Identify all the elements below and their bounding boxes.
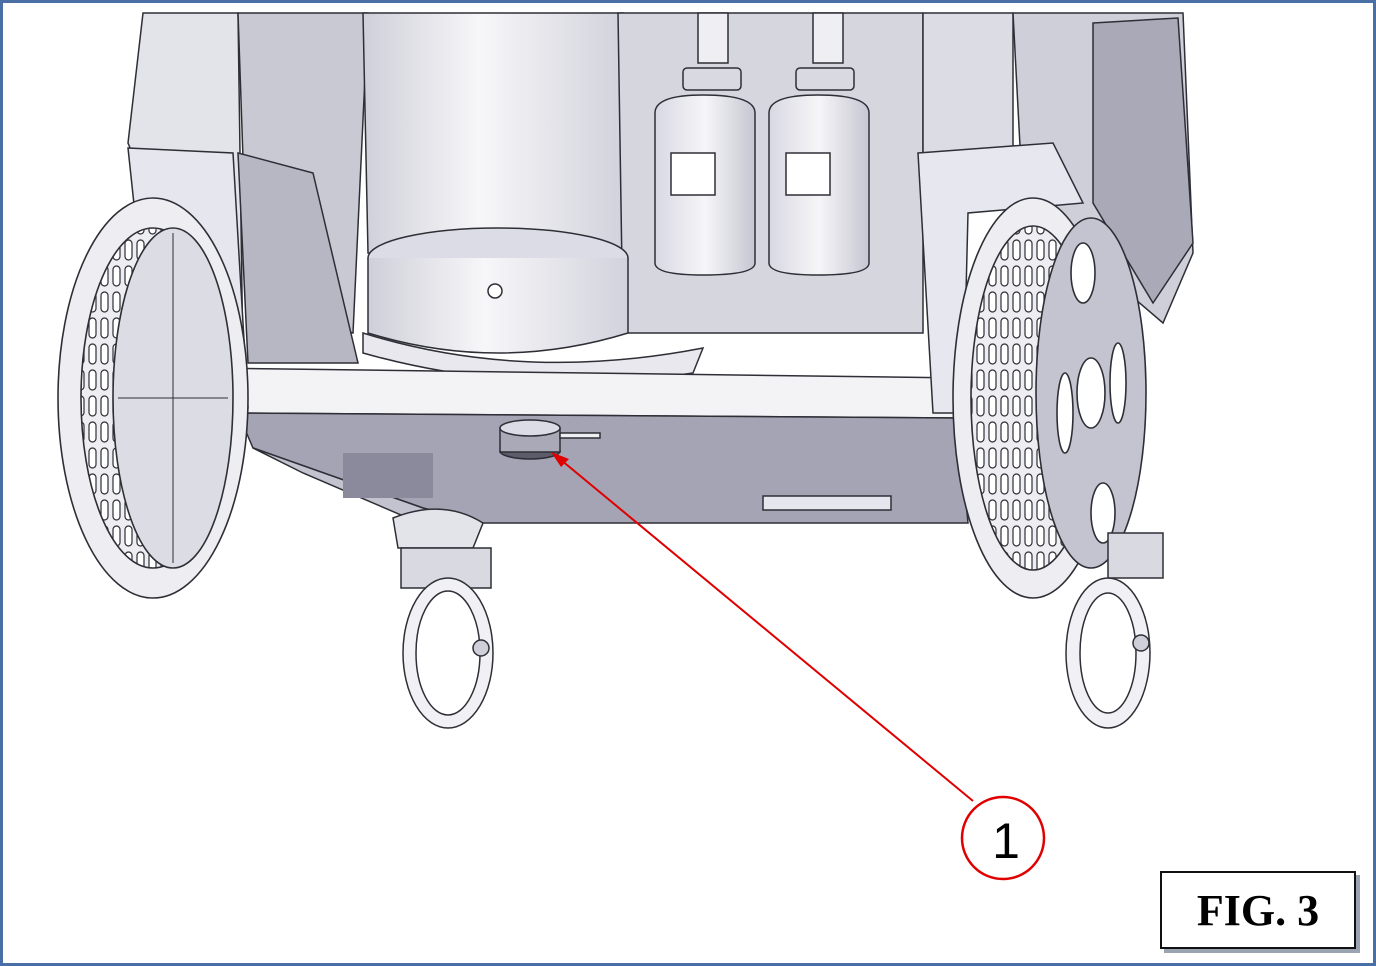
- front-left-caster: [392, 508, 494, 729]
- cart-technical-drawing: [57, 12, 1194, 881]
- adjustment-knob: [499, 419, 601, 460]
- tank-base: [362, 227, 705, 383]
- callout-1-circle: [960, 795, 1046, 881]
- callout-1-number: 1: [992, 813, 1020, 869]
- callout-1-leader: [551, 452, 974, 802]
- right-rear-wheel: [952, 197, 1147, 599]
- front-right-caster: [1065, 532, 1164, 729]
- left-rear-wheel: [57, 197, 249, 599]
- oil-bottles: [654, 12, 870, 276]
- figure-label: FIG. 3: [1196, 885, 1320, 935]
- base-tray: [206, 367, 969, 534]
- vent-grille: [343, 453, 433, 498]
- figure-label-box: FIG. 3: [1160, 871, 1356, 949]
